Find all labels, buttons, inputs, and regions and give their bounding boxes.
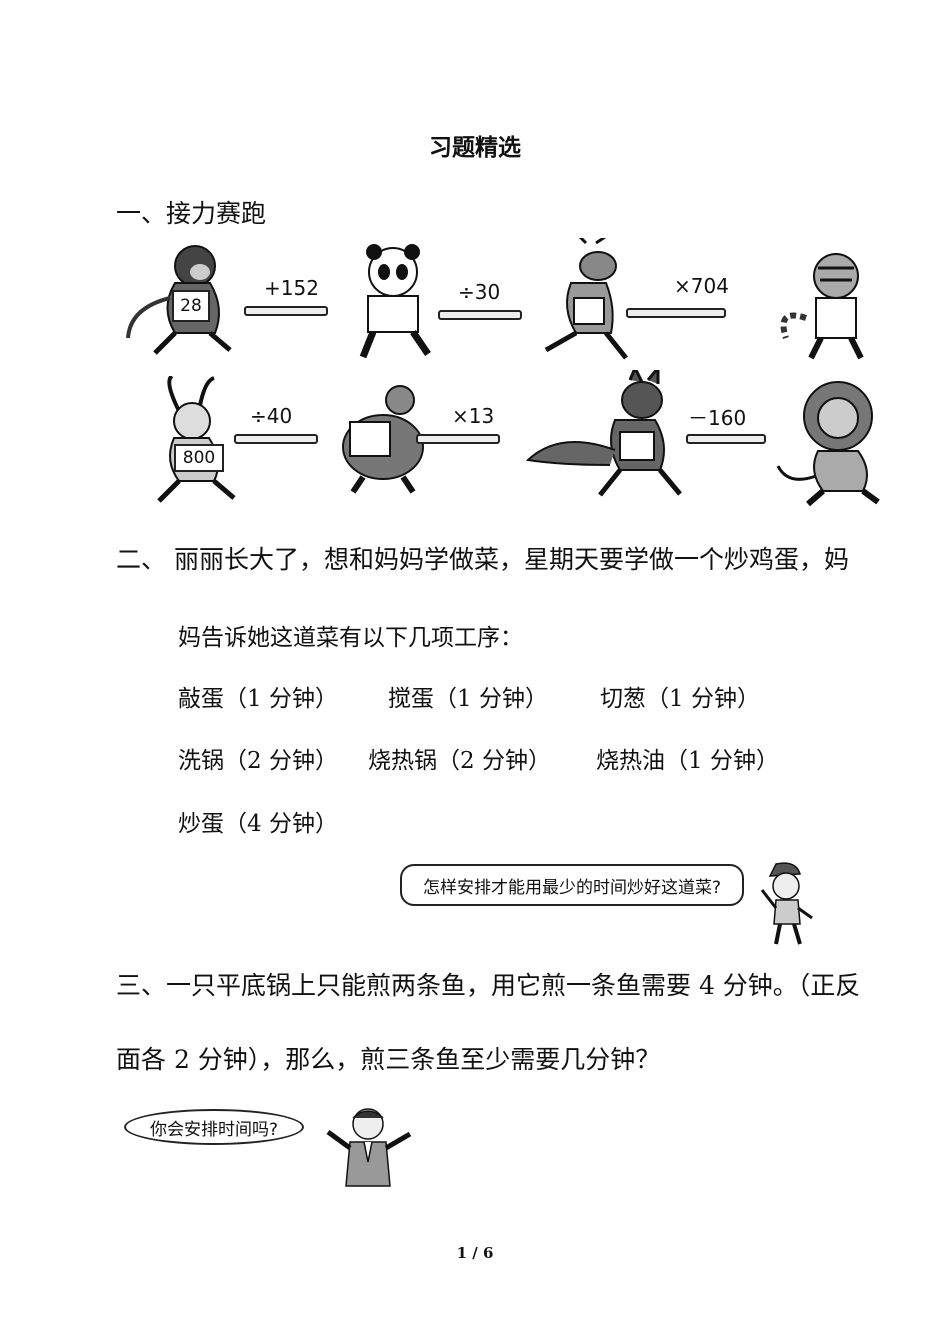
operation-label: ×13 [452,404,495,428]
baton [416,434,500,444]
section3-line1: 三、一只平底锅上只能煎两条鱼，用它煎一条鱼需要 4 分钟。（正反 [116,971,861,1000]
relay-race-illustration: 28 +152 ÷30 ×704 800 ÷40 [116,238,880,510]
turtle-runner-icon [342,385,424,494]
step-item: 搅蛋（1 分钟） [388,686,548,712]
lion-runner-icon [776,381,880,506]
panda-runner-icon [359,244,431,359]
operation-label: ÷40 [250,404,293,428]
baton [686,434,766,444]
operation-label: +152 [264,276,319,300]
step-item: 烧热锅（2 分钟） [368,748,551,774]
tiger-runner-icon [780,253,864,360]
page-title: 习题精选 [429,134,521,161]
baton [438,310,522,320]
section2-line1: 二、 丽丽长大了，想和妈妈学做菜，星期天要学做一个炒鸡蛋，妈 [116,545,849,574]
speech-bubble: 怎样安排才能用最少的时间炒好这道菜? [400,864,744,906]
operation-label: －160 [688,406,747,430]
section1-heading: 一、接力赛跑 [116,199,267,228]
runner-bib: 28 [172,290,210,322]
baton [244,306,328,316]
operation-label: ÷30 [458,280,501,304]
rabbit-runner-icon [157,376,236,503]
boy-cartoon-icon [326,1108,412,1187]
section3-line2: 面各 2 分钟），那么，煎三条鱼至少需要几分钟？ [116,1045,661,1074]
step-item: 洗锅（2 分钟） [178,748,338,774]
section2-line2: 妈告诉她这道菜有以下几项工序： [178,625,523,651]
operation-label: ×704 [674,274,729,298]
runner-bib: 800 [174,444,224,472]
step-item: 烧热油（1 分钟） [596,748,779,774]
girl-cartoon-icon [760,862,813,945]
page-number: 1 / 6 [456,1244,494,1262]
fox-runner-icon [525,370,682,497]
step-item: 敲蛋（1 分钟） [178,686,338,712]
baton [234,434,318,444]
step-item: 炒蛋（4 分钟） [178,811,338,837]
speech-bubble: 你会安排时间吗? [124,1109,304,1145]
baton [626,308,726,318]
step-item: 切葱（1 分钟） [600,686,760,712]
deer-runner-icon [544,238,628,360]
